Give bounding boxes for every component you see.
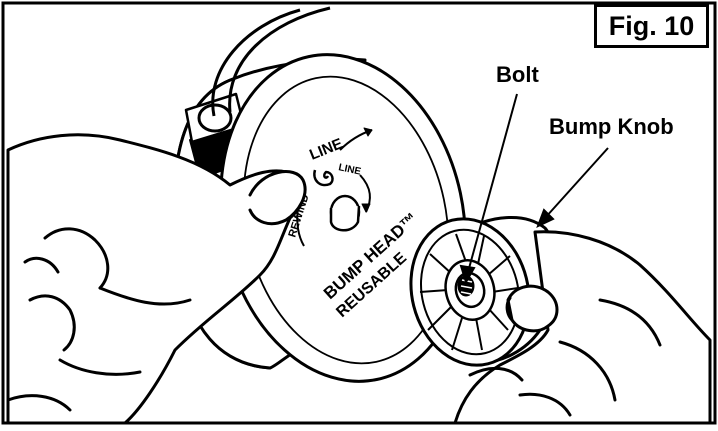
trimmer-line-left	[211, 8, 301, 117]
knob-leader-line	[544, 147, 609, 219]
left-finger-line-2	[58, 358, 142, 376]
bolt-arrowhead	[459, 264, 476, 285]
figure-label: Fig. 10	[608, 11, 695, 41]
knob-spokes	[419, 233, 519, 351]
right-thumbnail	[505, 296, 514, 322]
left-hand	[6, 133, 307, 425]
left-knuckle-3	[28, 294, 76, 352]
callout-arrows	[459, 93, 609, 285]
left-wrist-line	[6, 394, 72, 412]
center-hub-post	[329, 205, 361, 232]
figure-label-box	[594, 4, 709, 48]
right-finger-line-4	[518, 392, 572, 417]
right-hand	[453, 230, 712, 425]
trimmer-line-right	[228, 6, 331, 113]
knob-inner-rim	[419, 228, 521, 356]
left-knuckle-1	[43, 227, 110, 290]
callout-bolt: Bolt	[496, 62, 539, 87]
knob-arrowhead	[536, 208, 555, 228]
left-knuckle-2	[23, 256, 60, 274]
right-thumb	[506, 284, 559, 333]
left-finger-line	[98, 286, 192, 306]
right-finger-line-2	[558, 340, 617, 402]
right-finger-line-1	[468, 366, 524, 382]
line-exit-eyelet	[197, 103, 233, 133]
bolt-leader-line	[467, 93, 518, 273]
callout-bump-knob: Bump Knob	[549, 114, 674, 139]
bolt	[457, 275, 475, 297]
right-finger-line-3	[598, 298, 662, 347]
left-thumb	[248, 170, 307, 226]
line-slot	[313, 169, 334, 187]
marking-line-inner: LINE	[337, 162, 362, 178]
